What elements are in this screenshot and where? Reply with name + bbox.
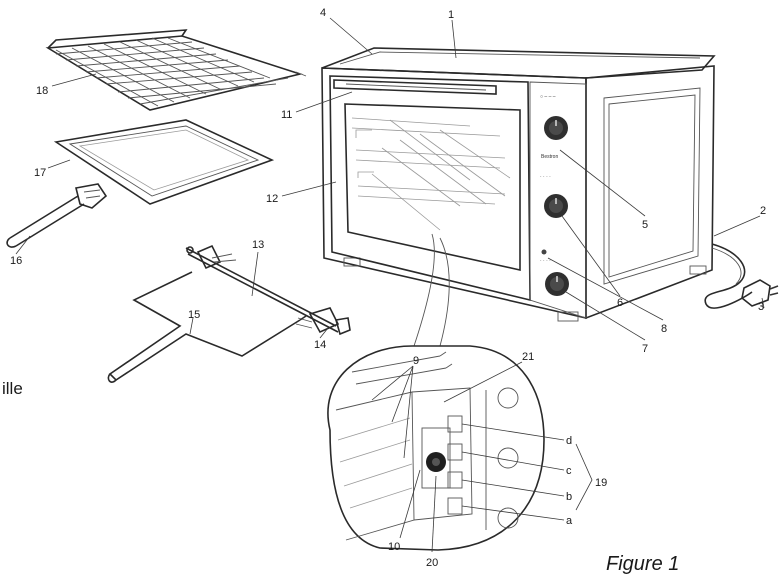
callout-1: 1 (448, 9, 454, 21)
callout-8: 8 (661, 323, 667, 335)
svg-text:· · · ·: · · · · (540, 258, 551, 264)
baking-tray (53, 119, 275, 205)
power-cord (704, 243, 753, 309)
callout-b: b (566, 491, 572, 503)
tray-handle (6, 183, 108, 248)
callout-12: 12 (266, 193, 278, 205)
callout-4: 4 (320, 7, 326, 19)
leader-lines (15, 17, 765, 553)
rotisserie-support (107, 271, 307, 383)
callout-18: 18 (36, 85, 48, 97)
callout-labels: 1 2 3 4 5 6 7 8 11 12 13 14 15 16 17 18 … (10, 7, 766, 569)
callout-10: 10 (388, 541, 400, 553)
callout-9: 9 (413, 355, 419, 367)
callout-3: 3 (758, 301, 764, 313)
callout-19: 19 (595, 477, 607, 489)
power-plug (741, 279, 779, 307)
callout-5: 5 (642, 219, 648, 231)
callout-a: a (566, 515, 573, 527)
svg-text:· · · ·: · · · · (540, 174, 551, 180)
brand-text: Bestron (541, 154, 558, 160)
callout-11: 11 (281, 109, 292, 121)
svg-text:○ ‒ ‒ ‒: ○ ‒ ‒ ‒ (540, 94, 556, 100)
callout-21: 21 (522, 351, 534, 363)
function-knob[interactable] (544, 194, 568, 218)
callout-d: d (566, 435, 572, 447)
temperature-knob[interactable] (545, 272, 569, 296)
oven-door (329, 75, 531, 302)
callout-2: 2 (760, 205, 766, 217)
zoom-detail (327, 233, 545, 551)
control-panel: Bestron ○ ‒ ‒ ‒ · · · · · · · · (529, 81, 587, 319)
callout-7: 7 (642, 343, 648, 355)
wire-rack (45, 29, 307, 111)
callout-14: 14 (314, 339, 326, 351)
callout-17: 17 (34, 167, 46, 179)
timer-knob[interactable] (544, 116, 568, 140)
callout-16: 16 (10, 255, 22, 267)
callout-6: 6 (617, 297, 623, 309)
callout-20: 20 (426, 557, 438, 569)
callout-13: 13 (252, 239, 264, 251)
figure-caption: Figure 1 (606, 553, 679, 575)
indicator-light (541, 249, 547, 255)
callout-c: c (566, 465, 572, 477)
side-text-fragment: ille (2, 379, 23, 398)
rotisserie-spit (185, 244, 351, 336)
callout-15: 15 (188, 309, 200, 321)
